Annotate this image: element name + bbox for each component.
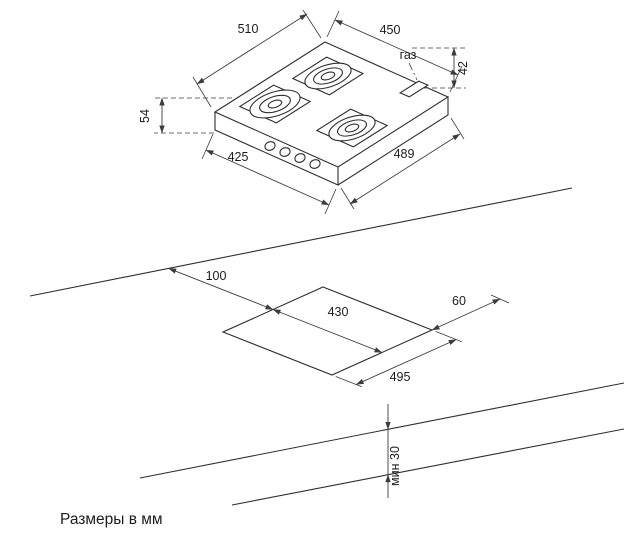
dim-54-label: 54: [138, 109, 152, 123]
dimension-510: 510: [192, 9, 322, 108]
gas-connection-port: [398, 80, 430, 98]
dim-100-label: 100: [206, 269, 227, 283]
dim-495-label: 495: [390, 370, 411, 384]
dim-489-label: 489: [394, 147, 415, 161]
dim-430-label: 430: [328, 305, 349, 319]
dimension-495: 495: [335, 331, 462, 388]
dim-450-label: 450: [380, 23, 401, 37]
dim-425-label: 425: [228, 150, 249, 164]
countertop-front-edge: [139, 382, 624, 479]
countertop-cutout-view: 100 430 60 495: [29, 187, 624, 506]
dimension-min30: мин 30: [385, 404, 402, 498]
dimension-42: 42: [412, 47, 470, 89]
dim-60-label: 60: [452, 294, 466, 308]
gas-callout: газ: [400, 48, 418, 81]
dim-510-label: 510: [238, 22, 259, 36]
dimension-60: 60: [431, 294, 510, 331]
dimension-100: 100: [168, 267, 274, 310]
burner-left: [249, 89, 301, 119]
dim-min30-label: мин 30: [388, 446, 402, 486]
dim-42-label: 42: [456, 61, 470, 75]
dimension-450: 450: [326, 10, 463, 93]
dimension-425: 425: [201, 133, 337, 215]
gas-label: газ: [400, 48, 417, 62]
dimension-54: 54: [138, 97, 232, 134]
countertop-back-edge: [29, 187, 573, 297]
units-note: Размеры в мм: [60, 511, 163, 528]
dimension-489: 489: [340, 117, 465, 210]
hob-isometric-view: 510 450 42 газ: [138, 9, 470, 215]
countertop-front-face-line: [231, 428, 624, 506]
